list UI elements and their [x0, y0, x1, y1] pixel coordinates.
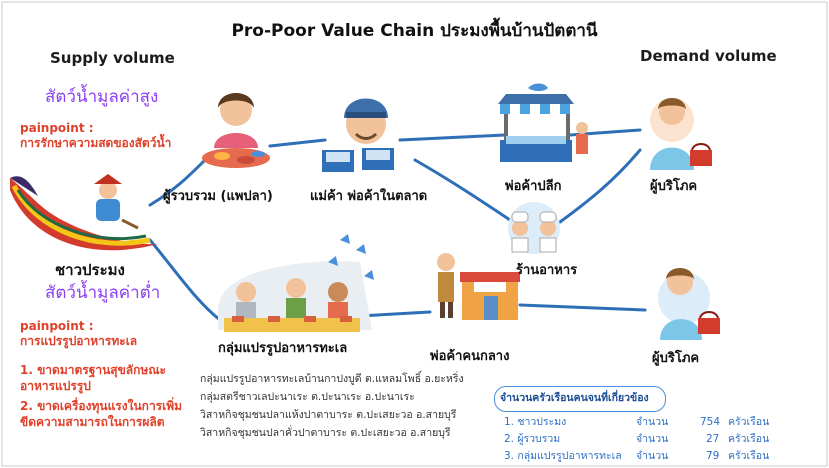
households-row-value: 754 [700, 416, 721, 428]
fish-collector-icon [202, 93, 270, 168]
node-market: แม่ค้า พ่อค้าในตลาด [310, 189, 428, 204]
shop-keeper-icon [437, 253, 520, 320]
households-row-unit: ครัวเรือน [728, 433, 770, 445]
line-collector-market [268, 138, 327, 148]
processing-group-icon [218, 234, 374, 332]
line-boat-collector [148, 158, 207, 207]
node-consumer-2: ผู้บริโภค [652, 351, 700, 366]
households-row-unit: ครัวเรือน [728, 416, 770, 428]
node-collector: ผู้รวบรวม (แพปลา) [163, 189, 273, 204]
issue-line: อาหารแปรรูป [20, 379, 91, 393]
households-row-label: 1. ชาวประมง [504, 416, 567, 428]
households-heading: จำนวนครัวเรือนคนจนที่เกี่ยวข้อง [500, 392, 649, 404]
line-market-restaurant [413, 158, 512, 222]
low-value-label: สัตว์น้ำมูลค่าต่ำ [45, 283, 161, 303]
households-row-label: 3. กลุ่มแปรรูปอาหารทะเล [504, 450, 622, 462]
households-row-label: 2. ผู้รวบรวม [504, 433, 561, 445]
households-heading-box [494, 386, 666, 412]
node-consumer-1: ผู้บริโภค [650, 179, 698, 194]
line-middleman-consumer [518, 303, 647, 312]
group-line: วิสาหกิจชุมชนปลาคั่วปาตาบาระ ต.ปะเสยะวอ … [200, 427, 451, 439]
painpoint-text-2: การแปรรูปอาหารทะเล [20, 334, 138, 348]
households-row-amount-label: จำนวน [636, 416, 669, 428]
node-restaurant: ร้านอาหาร [516, 263, 578, 278]
consumer-with-basket-icon [658, 268, 720, 340]
line-processing-middleman [358, 310, 432, 318]
line-restaurant-consumer [558, 148, 642, 224]
market-vendor-icon [322, 98, 394, 172]
demand-heading: Demand volume [640, 47, 777, 65]
retail-stall-icon [498, 83, 588, 162]
chef-icon [508, 202, 560, 254]
painpoint-text-1: การรักษาความสดของสัตว์น้ำ [20, 136, 172, 150]
group-line: กลุ่มสตรีชาวเลปะนาเระ ต.ปะนาเระ อ.ปะนาเร… [200, 391, 415, 403]
fishing-boat-icon [10, 174, 158, 251]
node-processing: กลุ่มแปรรูปอาหารทะเล [218, 341, 348, 356]
consumer-with-basket-icon [650, 98, 712, 170]
diagram-title: Pro-Poor Value Chain ประมงพื้นบ้านปัตตาน… [231, 21, 598, 41]
households-row-amount-label: จำนวน [636, 433, 669, 445]
households-row-amount-label: จำนวน [636, 450, 669, 462]
households-row-value: 79 [706, 450, 720, 462]
issue-line: 2. ขาดเครื่องทุนแรงในการเพิ่ม [20, 399, 183, 413]
painpoint-label-1: painpoint : [20, 121, 94, 135]
households-row-unit: ครัวเรือน [728, 450, 770, 462]
group-line: กลุ่มแปรรูปอาหารทะเลบ้านกาปงบูดี ต.แหลมโ… [200, 373, 464, 385]
node-retailer: พ่อค้าปลีก [505, 179, 562, 194]
fisher-label: ชาวประมง [55, 261, 125, 279]
supply-heading: Supply volume [50, 49, 175, 67]
line-market-retailer [398, 133, 507, 142]
node-middleman: พ่อค้าคนกลาง [430, 349, 510, 364]
issue-line: ขีดความสามารถในการผลิต [20, 415, 165, 429]
line-boat-processing [148, 238, 222, 322]
group-line: วิสาหกิจชุมชนปลาแห้งปาตาบาระ ต.ปะเสยะวอ … [200, 409, 457, 421]
painpoint-label-2: painpoint : [20, 319, 94, 333]
issue-line: 1. ขาดมาตรฐานสุขลักษณะ [20, 363, 166, 377]
high-value-label: สัตว์น้ำมูลค่าสูง [45, 87, 159, 107]
households-row-value: 27 [706, 433, 720, 445]
